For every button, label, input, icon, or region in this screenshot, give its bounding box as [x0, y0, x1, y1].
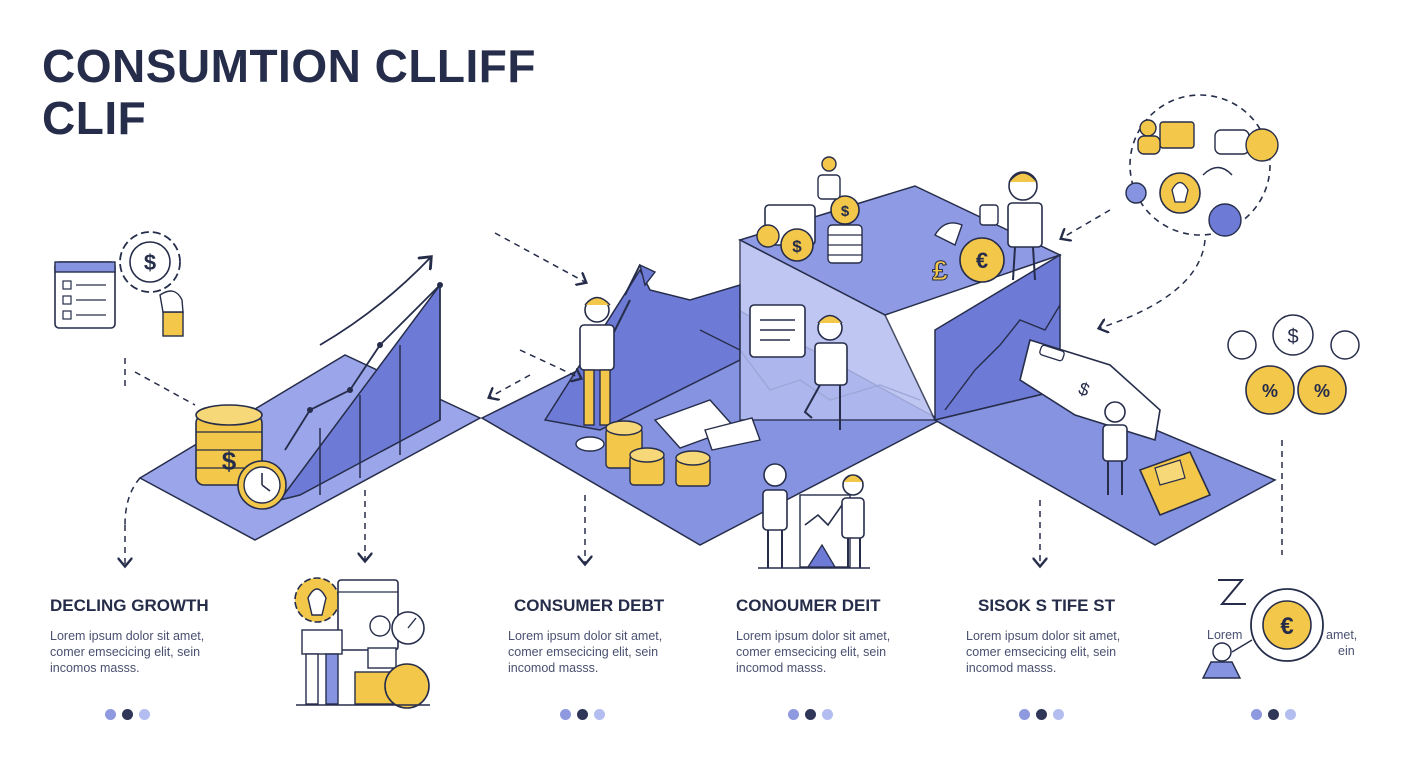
- wallet-icon: [1138, 450, 1212, 517]
- euro-symbol: €: [976, 248, 988, 273]
- column-body: Lorem ipsum dolor sit amet, comer emseci…: [736, 629, 891, 675]
- clock-icon: [237, 460, 287, 510]
- column-declining-growth: DECLING GROWTH Lorem ipsum dolor sit ame…: [50, 596, 250, 676]
- dots-column-3: [788, 709, 833, 720]
- dot: [577, 709, 588, 720]
- coin-dollar-symbol-2: $: [792, 237, 802, 256]
- dot: [122, 709, 133, 720]
- dot: [560, 709, 571, 720]
- dots-column-1: [105, 709, 150, 720]
- dot: [822, 709, 833, 720]
- euro-symbol-2: €: [1280, 613, 1293, 640]
- gear-dollar-icon: $: [119, 231, 184, 337]
- column-sisok: SISOK S TIFE ST Lorem ipsum dolor sit am…: [966, 596, 1166, 676]
- person-by-card: [1102, 401, 1128, 495]
- column-body: Lorem ipsum dolor sit amet, comer emseci…: [508, 629, 663, 675]
- checklist-icon: [54, 261, 116, 329]
- network-circle-icon: [1125, 94, 1279, 237]
- dot: [805, 709, 816, 720]
- column-conoumer-deit: CONOUMER DEIT Lorem ipsum dolor sit amet…: [736, 596, 936, 676]
- banknotes-icon: [653, 399, 761, 451]
- dot: [1251, 709, 1262, 720]
- dot: [594, 709, 605, 720]
- lightbulb-workstation-icon: [294, 577, 430, 709]
- dots-column-5: [1251, 709, 1296, 720]
- presenters-icon: [758, 463, 870, 569]
- money-stack-icon: $ $: [756, 156, 863, 264]
- title-line-2: CLIF: [42, 92, 147, 144]
- growth-platform: [138, 258, 482, 541]
- column-heading: SISOK S TIFE ST: [978, 596, 1115, 615]
- dot: [1268, 709, 1279, 720]
- coin-dollar-symbol: $: [222, 446, 237, 476]
- dots-column-2: [560, 709, 605, 720]
- coins-pile-icon: [575, 420, 711, 487]
- euro-balance-icon: €: [1201, 579, 1324, 679]
- percent-dollar-symbol: $: [1287, 326, 1298, 348]
- dot: [1036, 709, 1047, 720]
- dashed-connectors: [125, 209, 1283, 565]
- person-with-flag: [579, 263, 657, 426]
- dot: [1053, 709, 1064, 720]
- column-body: Lorem ipsum dolor sit amet, comer emseci…: [966, 629, 1121, 675]
- person-with-document: [749, 304, 848, 430]
- gear-dollar-symbol: $: [144, 250, 156, 275]
- title-line-1: CONSUMTION CLLIFF: [42, 40, 536, 92]
- last-column-right-line-2: ein: [1338, 644, 1355, 658]
- right-platform: [932, 389, 1277, 546]
- euro-coin-icon: € £: [932, 222, 1005, 287]
- dot: [788, 709, 799, 720]
- dot: [139, 709, 150, 720]
- dot: [105, 709, 116, 720]
- last-column-left-word: Lorem: [1207, 628, 1243, 642]
- column-heading: DECLING GROWTH: [50, 596, 209, 615]
- column-heading: CONOUMER DEIT: [736, 596, 881, 615]
- dot: [1019, 709, 1030, 720]
- column-body: Lorem ipsum dolor sit amet, comer emseci…: [50, 629, 205, 675]
- coin-dollar-symbol-3: $: [841, 203, 850, 220]
- percent-symbol-2: %: [1314, 381, 1330, 401]
- page-title: CONSUMTION CLLIFF CLIF: [42, 40, 536, 144]
- dot: [1285, 709, 1296, 720]
- percent-coins-icon: $ % %: [1227, 314, 1360, 415]
- dots-column-4: [1019, 709, 1064, 720]
- column-heading: CONSUMER DEBT: [514, 596, 665, 615]
- percent-symbol-1: %: [1262, 381, 1278, 401]
- column-consumer-debt: CONSUMER DEBT Lorem ipsum dolor sit amet…: [508, 596, 708, 676]
- pound-symbol: £: [932, 255, 948, 286]
- last-column-right-line-1: amet,: [1326, 628, 1358, 642]
- person-on-block: [979, 171, 1043, 281]
